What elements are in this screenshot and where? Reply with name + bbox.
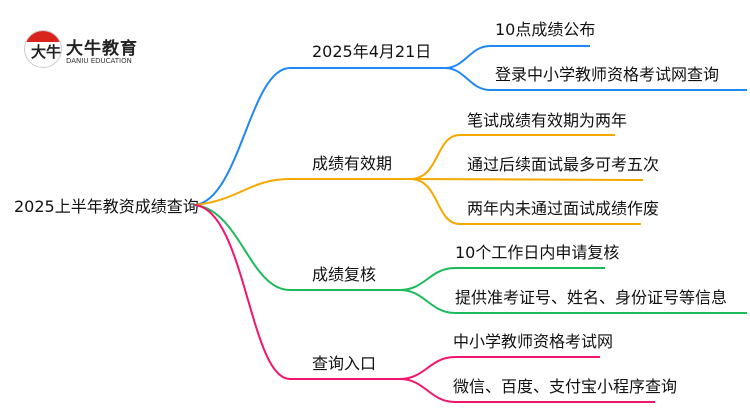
leaf-text: 10个工作日内申请复核 [455, 243, 619, 262]
logo-mark: 大牛 [24, 30, 62, 68]
logo-glyph: 大牛 [31, 43, 62, 61]
branch-4-lines [194, 204, 655, 403]
branch-2-lines [194, 134, 644, 225]
leaf-text: 提供准考证号、姓名、身份证号等信息 [455, 288, 727, 307]
leaf-text: 10点成绩公布 [495, 20, 595, 39]
branch-label-entry: 查询入口 [312, 354, 376, 373]
leaf-text: 笔试成绩有效期为两年 [467, 111, 627, 130]
branch-label-validity: 成绩有效期 [312, 154, 392, 173]
leaf-text: 微信、百度、支付宝小程序查询 [453, 377, 677, 396]
leaf-text: 通过后续面试最多可考五次 [467, 155, 659, 174]
leaf-text: 中小学教师资格考试网 [453, 332, 613, 351]
leaf-text: 两年内未通过面试成绩作废 [467, 199, 659, 218]
logo-subtitle: DANIU EDUCATION [66, 57, 132, 65]
branch-label-review: 成绩复核 [312, 265, 376, 284]
logo-title: 大牛教育 [66, 39, 138, 59]
root-node: 2025上半年教资成绩查询 [14, 197, 199, 216]
leaf-text: 登录中小学教师资格考试网查询 [495, 65, 719, 84]
branch-label-date: 2025年4月21日 [312, 42, 431, 61]
logo: 大牛 大牛教育 DANIU EDUCATION [22, 26, 162, 74]
branch-1-lines [194, 45, 747, 206]
branch-3-lines [194, 204, 747, 314]
